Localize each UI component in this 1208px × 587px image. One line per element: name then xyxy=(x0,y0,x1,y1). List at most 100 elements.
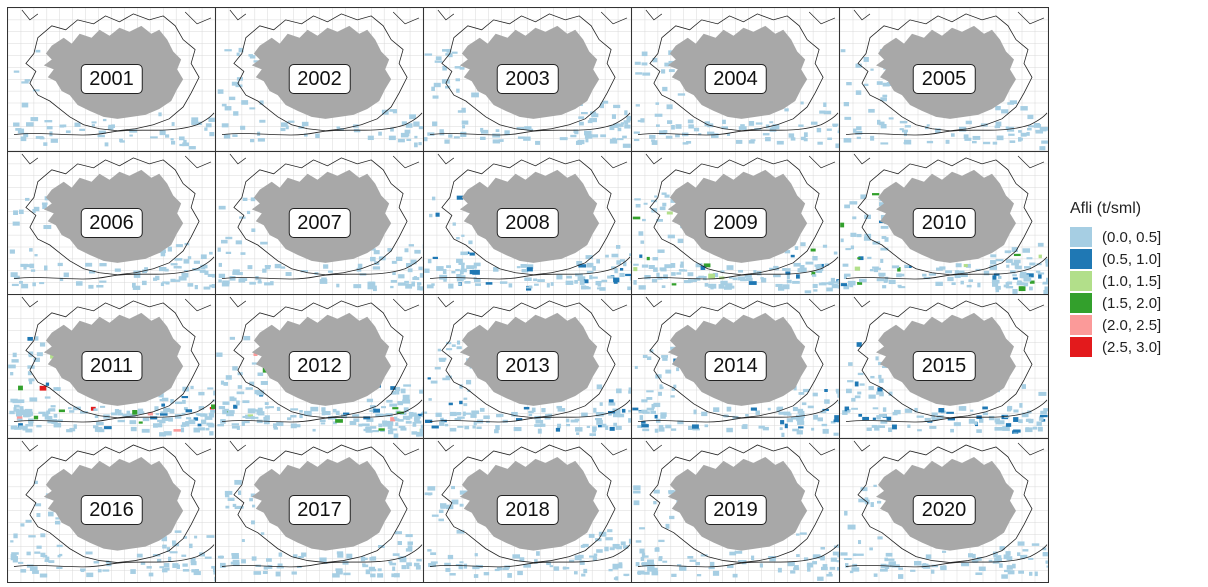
catch-cell xyxy=(129,134,133,137)
catch-cell xyxy=(664,263,673,268)
catch-cell xyxy=(812,553,821,559)
catch-cell xyxy=(431,425,439,429)
catch-cell xyxy=(391,390,397,395)
catch-cell xyxy=(695,561,700,565)
catch-cell xyxy=(879,425,886,428)
catch-cell xyxy=(9,410,15,415)
catch-cell xyxy=(25,519,32,523)
catch-cell xyxy=(623,544,629,549)
catch-cell xyxy=(988,559,993,562)
catch-cell xyxy=(591,276,598,279)
catch-cell xyxy=(848,362,853,366)
catch-cell xyxy=(671,428,677,431)
catch-cell xyxy=(164,566,170,571)
catch-cell xyxy=(557,408,566,412)
catch-cell xyxy=(322,410,331,416)
catch-cell xyxy=(942,550,947,553)
year-label: 2020 xyxy=(912,495,976,526)
catch-cell xyxy=(847,410,851,413)
catch-cell xyxy=(884,563,890,569)
catch-cell xyxy=(882,82,890,87)
catch-cell xyxy=(801,402,807,406)
catch-cell xyxy=(405,398,410,401)
catch-cell xyxy=(469,252,475,256)
catch-cell xyxy=(611,114,616,119)
catch-cell xyxy=(366,398,374,403)
catch-cell xyxy=(1044,285,1048,290)
catch-cell xyxy=(904,125,911,128)
catch-cell xyxy=(198,391,205,396)
catch-cell xyxy=(877,500,882,504)
catch-cell xyxy=(209,431,214,436)
catch-cell xyxy=(846,82,852,86)
catch-cell xyxy=(601,423,607,428)
map-panel-2011: 2011 xyxy=(8,295,216,439)
catch-cell xyxy=(693,409,697,415)
catch-cell xyxy=(1028,420,1034,424)
catch-cell xyxy=(252,504,256,507)
catch-cell xyxy=(38,411,46,415)
legend-swatch xyxy=(1070,249,1092,269)
catch-cell xyxy=(777,283,781,286)
catch-cell xyxy=(856,342,862,347)
catch-cell xyxy=(12,352,17,358)
catch-cell xyxy=(30,117,39,122)
catch-cell xyxy=(146,565,152,569)
catch-cell xyxy=(1004,569,1011,572)
catch-cell xyxy=(434,60,443,63)
catch-cell xyxy=(897,266,901,272)
catch-cell xyxy=(669,515,675,519)
catch-cell xyxy=(945,139,950,144)
catch-cell xyxy=(439,421,445,426)
catch-cell xyxy=(448,402,453,406)
catch-cell xyxy=(850,232,857,237)
catch-cell xyxy=(335,570,343,574)
catch-cell xyxy=(687,119,694,124)
catch-cell xyxy=(605,425,609,430)
catch-cell xyxy=(565,418,570,423)
catch-cell xyxy=(796,416,804,422)
catch-cell xyxy=(546,561,552,565)
year-label: 2002 xyxy=(288,64,351,95)
catch-cell xyxy=(411,431,418,435)
catch-cell xyxy=(634,61,641,65)
catch-cell xyxy=(894,409,901,415)
legend-label: (0.5, 1.0] xyxy=(1102,250,1162,268)
catch-cell xyxy=(859,278,867,282)
catch-cell xyxy=(12,557,18,562)
catch-cell xyxy=(515,418,523,421)
catch-cell xyxy=(1037,426,1043,432)
catch-cell xyxy=(13,407,17,412)
catch-cell xyxy=(992,281,999,287)
catch-cell xyxy=(154,406,159,412)
catch-cell xyxy=(566,275,572,279)
year-label: 2006 xyxy=(80,207,143,238)
catch-cell xyxy=(92,425,99,429)
shelf-contour xyxy=(845,399,1048,423)
catch-cell xyxy=(829,566,836,570)
catch-cell xyxy=(750,407,757,411)
catch-cell xyxy=(394,418,400,422)
catch-cell xyxy=(1038,274,1042,279)
catch-cell xyxy=(178,275,187,281)
catch-cell xyxy=(658,130,667,135)
catch-cell xyxy=(707,131,715,135)
catch-cell xyxy=(612,563,619,567)
catch-cell xyxy=(660,412,667,417)
catch-cell xyxy=(210,409,215,413)
catch-cell xyxy=(199,551,205,556)
catch-cell xyxy=(10,398,18,403)
catch-cell xyxy=(608,402,616,406)
catch-cell xyxy=(798,124,804,127)
catch-cell xyxy=(183,258,190,264)
catch-cell xyxy=(47,419,53,424)
catch-cell xyxy=(566,423,571,427)
catch-cell xyxy=(404,280,409,284)
catch-cell xyxy=(258,278,262,283)
catch-cell xyxy=(657,276,663,280)
catch-cell xyxy=(922,273,927,276)
catch-cell xyxy=(53,387,58,391)
catch-cell xyxy=(352,414,360,417)
catch-cell xyxy=(999,562,1003,568)
catch-cell xyxy=(99,262,107,266)
